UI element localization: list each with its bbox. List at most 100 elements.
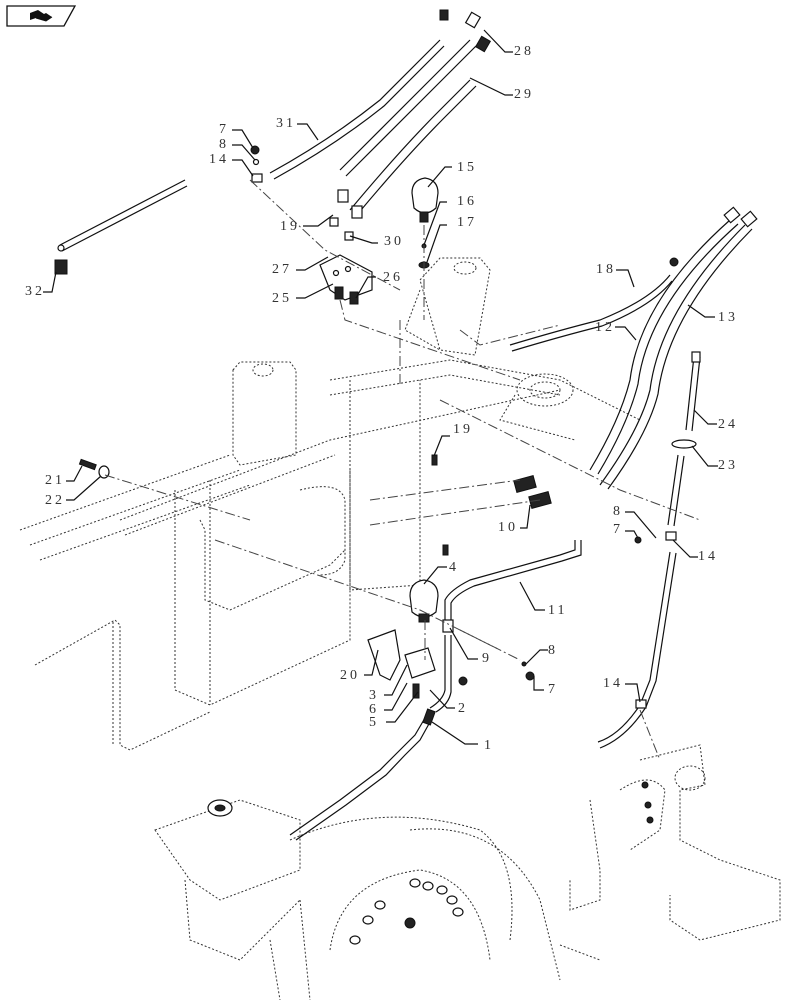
- fitting-32: [54, 259, 68, 275]
- hose-13: [599, 224, 746, 486]
- svg-text:32: 32: [25, 284, 45, 299]
- svg-text:31: 31: [276, 116, 296, 131]
- callout-14-lower[interactable]: 14: [603, 676, 641, 703]
- callout-13[interactable]: 13: [687, 304, 738, 325]
- svg-text:16: 16: [457, 194, 477, 209]
- hose-18: [509, 274, 671, 346]
- callout-27[interactable]: 27: [272, 256, 329, 277]
- callout-3[interactable]: 3: [369, 664, 408, 703]
- callout-23[interactable]: 23: [691, 445, 738, 473]
- parts: [54, 145, 642, 726]
- svg-text:19: 19: [280, 219, 300, 234]
- callout-20[interactable]: 20: [340, 649, 379, 683]
- svg-text:7: 7: [548, 682, 558, 697]
- svg-text:10: 10: [498, 520, 518, 535]
- callout-11[interactable]: 11: [519, 581, 567, 618]
- svg-text:11: 11: [548, 603, 567, 618]
- callout-16[interactable]: 16: [423, 194, 477, 246]
- book-page-icon: [30, 10, 53, 22]
- callout-7-lower[interactable]: 7: [533, 676, 558, 697]
- bolt-5: [412, 683, 420, 699]
- svg-text:25: 25: [272, 291, 292, 306]
- svg-text:14: 14: [209, 152, 229, 167]
- callout-18[interactable]: 18: [596, 262, 635, 288]
- hose-29: [349, 79, 471, 211]
- assembly-lines: [104, 179, 701, 761]
- hose-24: [685, 355, 695, 431]
- callout-30[interactable]: 30: [349, 234, 404, 249]
- clamp-3: [404, 647, 436, 679]
- callout-25[interactable]: 25: [272, 283, 334, 306]
- callout-12[interactable]: 12: [595, 320, 637, 341]
- axle-bolts: [349, 878, 464, 945]
- callout-31[interactable]: 31: [276, 116, 319, 141]
- callout-4[interactable]: 4: [423, 560, 459, 585]
- tube-11: [444, 540, 576, 620]
- callout-24[interactable]: 24: [693, 409, 738, 432]
- callout-28[interactable]: 28: [483, 29, 534, 59]
- svg-text:14: 14: [603, 676, 623, 691]
- callout-10[interactable]: 10: [498, 504, 531, 535]
- callout-22[interactable]: 22: [45, 475, 102, 508]
- svg-text:4: 4: [449, 560, 459, 575]
- bracket-27: [319, 254, 373, 305]
- callout-9[interactable]: 9: [449, 627, 492, 666]
- callout-5[interactable]: 5: [369, 691, 419, 730]
- svg-text:20: 20: [340, 668, 360, 683]
- svg-text:30: 30: [384, 234, 404, 249]
- callout-8-lower[interactable]: 8: [525, 643, 558, 665]
- svg-text:19: 19: [453, 422, 473, 437]
- callout-17[interactable]: 17: [426, 215, 477, 263]
- o-ring-23: [671, 439, 697, 449]
- nav-badge[interactable]: [6, 5, 76, 27]
- svg-text:29: 29: [514, 87, 534, 102]
- callout-19-mid[interactable]: 19: [433, 422, 473, 457]
- hose-12: [589, 219, 731, 471]
- fitting-1: [422, 708, 436, 726]
- accumulator-4: [409, 579, 439, 623]
- callout-19-top[interactable]: 19: [280, 214, 334, 234]
- svg-text:14: 14: [698, 549, 718, 564]
- svg-text:9: 9: [482, 651, 492, 666]
- callout-21[interactable]: 21: [45, 465, 83, 488]
- hose-28: [339, 39, 471, 171]
- svg-text:7: 7: [219, 122, 229, 137]
- svg-text:13: 13: [718, 310, 738, 325]
- callout-6[interactable]: 6: [369, 682, 408, 717]
- svg-text:5: 5: [369, 715, 379, 730]
- callout-8-right[interactable]: 8: [613, 504, 657, 539]
- accumulator-15: [411, 177, 439, 269]
- vehicle-frame: [19, 257, 641, 751]
- svg-text:8: 8: [548, 643, 558, 658]
- svg-text:23: 23: [718, 458, 738, 473]
- callout-2[interactable]: 2: [429, 689, 468, 716]
- svg-text:2: 2: [458, 701, 468, 716]
- svg-text:1: 1: [484, 738, 494, 753]
- svg-text:6: 6: [369, 702, 379, 717]
- svg-text:22: 22: [45, 493, 65, 508]
- svg-text:7: 7: [613, 522, 623, 537]
- callout-14-top[interactable]: 14: [209, 152, 254, 177]
- hose-31: [269, 39, 441, 174]
- plate-20: [367, 629, 401, 681]
- svg-text:8: 8: [219, 137, 229, 152]
- callout-29[interactable]: 29: [469, 77, 534, 102]
- callout-7-right[interactable]: 7: [613, 522, 639, 539]
- callout-8-top[interactable]: 8: [219, 137, 256, 161]
- callout-32[interactable]: 32: [25, 271, 57, 299]
- svg-text:18: 18: [596, 262, 616, 277]
- svg-text:8: 8: [613, 504, 623, 519]
- callout-14-right[interactable]: 14: [672, 539, 718, 564]
- callout-15[interactable]: 15: [427, 160, 477, 188]
- callout-1[interactable]: 1: [431, 721, 494, 753]
- callout-7-top[interactable]: 7: [219, 122, 254, 149]
- svg-text:28: 28: [514, 44, 534, 59]
- svg-text:24: 24: [718, 417, 738, 432]
- svg-text:21: 21: [45, 473, 65, 488]
- svg-text:17: 17: [457, 215, 477, 230]
- nut-30: [344, 231, 354, 241]
- nut-19: [329, 217, 339, 227]
- hoses: [59, 9, 758, 749]
- callout-26[interactable]: 26: [355, 270, 403, 299]
